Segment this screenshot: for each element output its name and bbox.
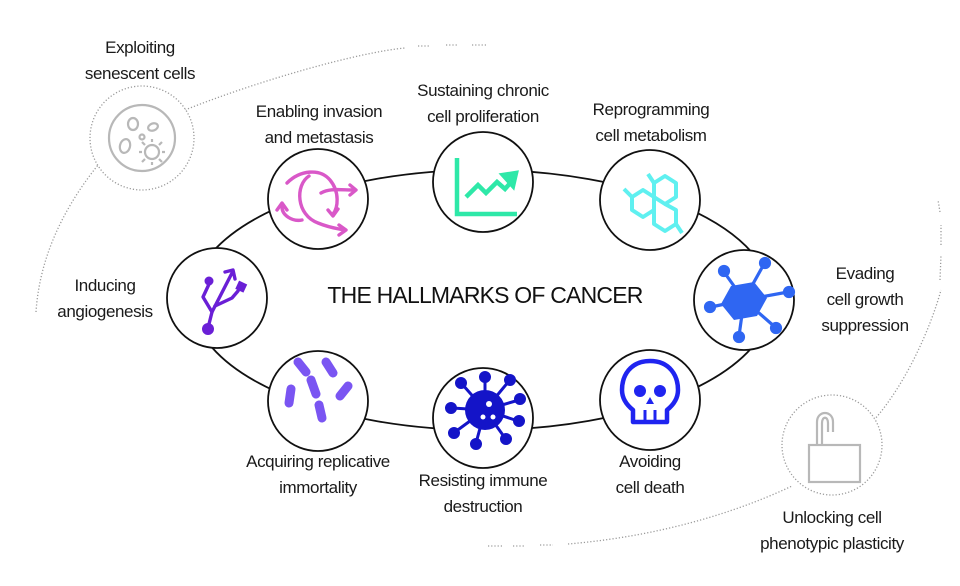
label-senescent: Exploiting senescent cells: [84, 38, 196, 83]
label-angiogenesis: Inducing angiogenesis: [57, 276, 153, 321]
senescent-cell-icon: [107, 103, 177, 173]
label-replicative: Acquiring replicative immortality: [246, 452, 390, 497]
diagram-title: THE HALLMARKS OF CANCER: [327, 282, 643, 308]
hexagon-node-icon: [703, 256, 796, 344]
dotted-arc-top-left: [35, 164, 99, 313]
rod-cells-icon: [284, 357, 353, 423]
open-padlock-icon: [807, 411, 862, 484]
circle-senescent: [89, 85, 195, 191]
rising-chart-icon: [454, 158, 519, 217]
circle-metabolism: [599, 149, 701, 251]
label-proliferation: Sustaining chronic cell proliferation: [417, 81, 549, 126]
dotted-arc-right: [873, 289, 942, 421]
label-invasion: Enabling invasion and metastasis: [255, 102, 383, 147]
label-immune: Resisting immune destruction: [418, 471, 548, 516]
circle-invasion: [267, 148, 369, 250]
label-cell-death: Avoiding cell death: [615, 452, 685, 497]
circle-angiogenesis: [166, 247, 268, 349]
label-metabolism: Reprogramming cell metabolism: [592, 100, 710, 145]
molecule-hexagon-icon: [622, 172, 684, 235]
circle-proliferation: [432, 131, 534, 233]
label-suppression: Evading cell growth suppression: [821, 264, 909, 335]
branching-vessel-icon: [201, 268, 248, 335]
label-plasticity: Unlocking cell phenotypic plasticity: [760, 508, 904, 553]
curved-arrows-icon: [275, 170, 358, 237]
outer-dotted-ring: [35, 44, 942, 547]
skull-icon: [619, 358, 681, 425]
dotted-arc-bottom: [567, 485, 793, 545]
virus-icon: [445, 371, 526, 450]
